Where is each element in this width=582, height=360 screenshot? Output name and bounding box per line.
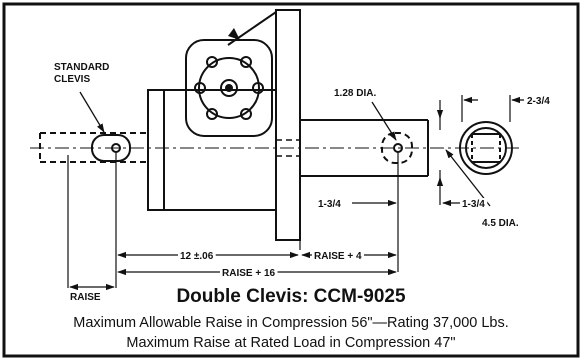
label-rod-end-right-bg: [460, 198, 488, 211]
label-pin-dia: 1.28 DIA.: [334, 88, 376, 99]
max-allowable-raise-note: Maximum Allowable Raise in Compression 5…: [73, 315, 509, 331]
label-closed-length-bg: [178, 250, 216, 263]
label-rod-end-left-bg: [316, 198, 344, 211]
pump-housing: [185, 39, 273, 137]
label-raise-plus-16: RAISE + 16: [222, 268, 276, 279]
label-rod-end-right: 1-3/4: [462, 199, 485, 210]
right-rod: [300, 119, 429, 177]
label-standard-clevis-1: STANDARD: [54, 62, 109, 73]
label-width-dim: 2-3/4: [527, 96, 550, 107]
label-raise-plus-4: RAISE + 4: [314, 251, 362, 262]
arrow-diagonal-icon: [445, 149, 491, 207]
max-raise-rated-load-note: Maximum Raise at Rated Load in Compressi…: [126, 335, 456, 351]
gusset: [227, 10, 277, 46]
label-closed-length: 12 ±.06: [180, 251, 214, 262]
label-raise-plus-4-bg: [312, 250, 364, 263]
model-title: Double Clevis: CCM-9025: [176, 286, 406, 307]
label-raise: RAISE: [70, 292, 101, 303]
label-standard-clevis-2: CLEVIS: [54, 74, 90, 85]
label-rod-end-left: 1-3/4: [318, 199, 341, 210]
mounting-flange: [275, 9, 301, 241]
label-body-dia: 4.5 DIA.: [482, 218, 519, 229]
label-raise-plus-16-bg: [220, 267, 278, 280]
